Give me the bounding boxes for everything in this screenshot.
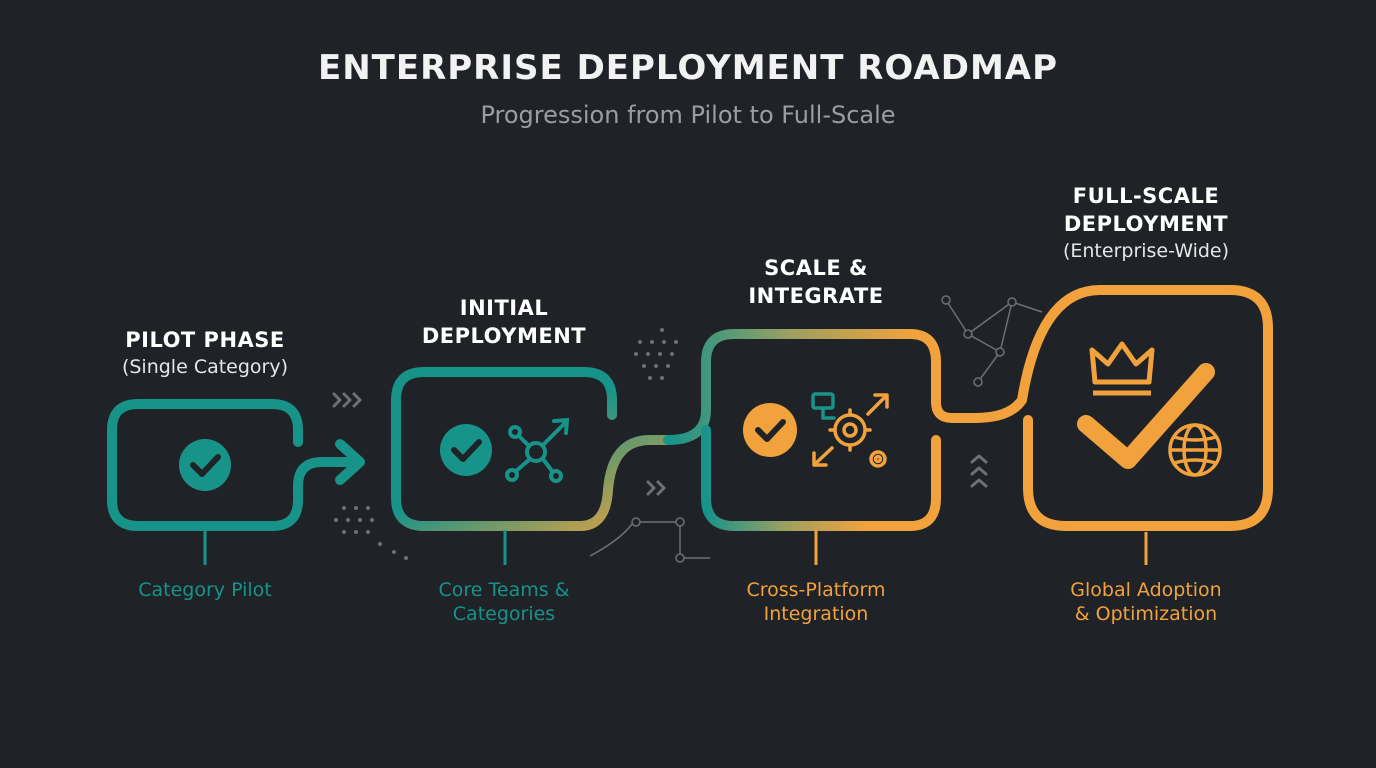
dot-cluster-decoration [334,506,408,560]
page-subtitle: Progression from Pilot to Full-Scale [480,101,896,129]
stage-1-subtitle: (Single Category) [121,356,289,378]
gears-integration-icon [811,392,889,468]
chevron-decoration-icon [646,480,666,496]
check-circle-icon [440,424,492,476]
stage-3-frame [663,329,1027,445]
stage-2-frame [391,367,673,531]
chevron-decoration-icon [332,392,362,408]
stage-4-caption-line-1: Global Adoption [1070,579,1222,601]
stage-4-title-line-1: FULL-SCALE [1072,184,1220,208]
check-circle-icon [743,403,797,457]
stage-4-subtitle: (Enterprise-Wide) [1062,240,1230,262]
large-check-icon [1077,363,1215,469]
stage-1-caption: Category Pilot [138,579,272,601]
stage-4-title-line-2: DEPLOYMENT [1063,212,1229,236]
globe-icon [1168,423,1222,477]
network-growth-icon [505,417,570,483]
stage-2-title-line-1: INITIAL [459,296,549,320]
stage-2-caption-line-2: Categories [452,603,556,625]
stage-3-frame-lower [701,425,941,531]
stage-3-title-line-1: SCALE & [764,256,868,280]
flow-arrowhead [335,439,365,485]
chevron-up-decoration-icon [970,454,988,488]
page-title: ENTERPRISE DEPLOYMENT ROADMAP [317,48,1059,88]
check-circle-icon [179,439,231,491]
stage-2-caption-line-1: Core Teams & [438,579,570,601]
stage-1-frame [107,399,357,531]
stage-3-caption-line-1: Cross-Platform [746,579,886,601]
stage-1-title: PILOT PHASE [125,328,285,352]
stage-4-frame [1017,285,1273,531]
stage-4-caption-line-2: & Optimization [1074,603,1218,625]
dot-cluster-decoration [634,328,678,380]
stage-3-caption-line-2: Integration [763,603,869,625]
crown-icon [1089,341,1155,396]
network-line-decoration [941,295,1043,387]
network-line-decoration [589,517,710,563]
stage-2-title-line-2: DEPLOYMENT [421,324,587,348]
stage-3-title-line-2: INTEGRATE [748,284,884,308]
